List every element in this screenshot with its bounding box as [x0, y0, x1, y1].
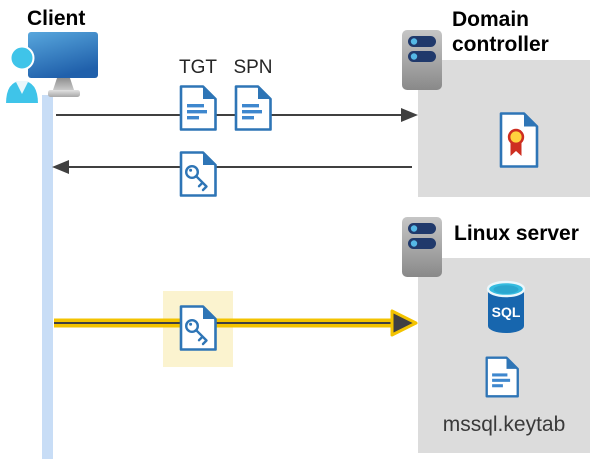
client-lifeline — [42, 95, 53, 459]
ticket-request-arrow — [56, 108, 418, 122]
sql-database-icon: SQL — [486, 280, 526, 333]
domain-controller-server-icon — [402, 30, 442, 90]
tgt-label: TGT — [179, 57, 217, 78]
monitor-icon — [28, 32, 98, 78]
person-head — [9, 45, 35, 71]
keytab-document-icon — [485, 356, 519, 398]
key-document-icon — [179, 151, 217, 197]
person-collar — [15, 81, 29, 94]
spn-document-icon — [234, 85, 272, 131]
tgt-document-icon — [179, 85, 217, 131]
certificate-icon — [499, 112, 539, 168]
client-label: Client — [27, 7, 86, 30]
linux-server-icon — [402, 217, 442, 277]
key-response-arrow — [52, 160, 412, 174]
linux-server-label: Linux server — [454, 222, 579, 245]
monitor-base — [48, 90, 80, 97]
client-workstation-icon — [4, 32, 98, 104]
authenticated-connection-arrow — [54, 309, 418, 337]
keytab-filename: mssql.keytab — [442, 413, 566, 436]
highlighted-key-document-icon — [179, 305, 217, 351]
spn-label: SPN — [233, 57, 273, 78]
domain-controller-label: Domain controller — [452, 8, 549, 56]
monitor-stand — [53, 78, 74, 90]
sql-text: SQL — [492, 304, 521, 320]
